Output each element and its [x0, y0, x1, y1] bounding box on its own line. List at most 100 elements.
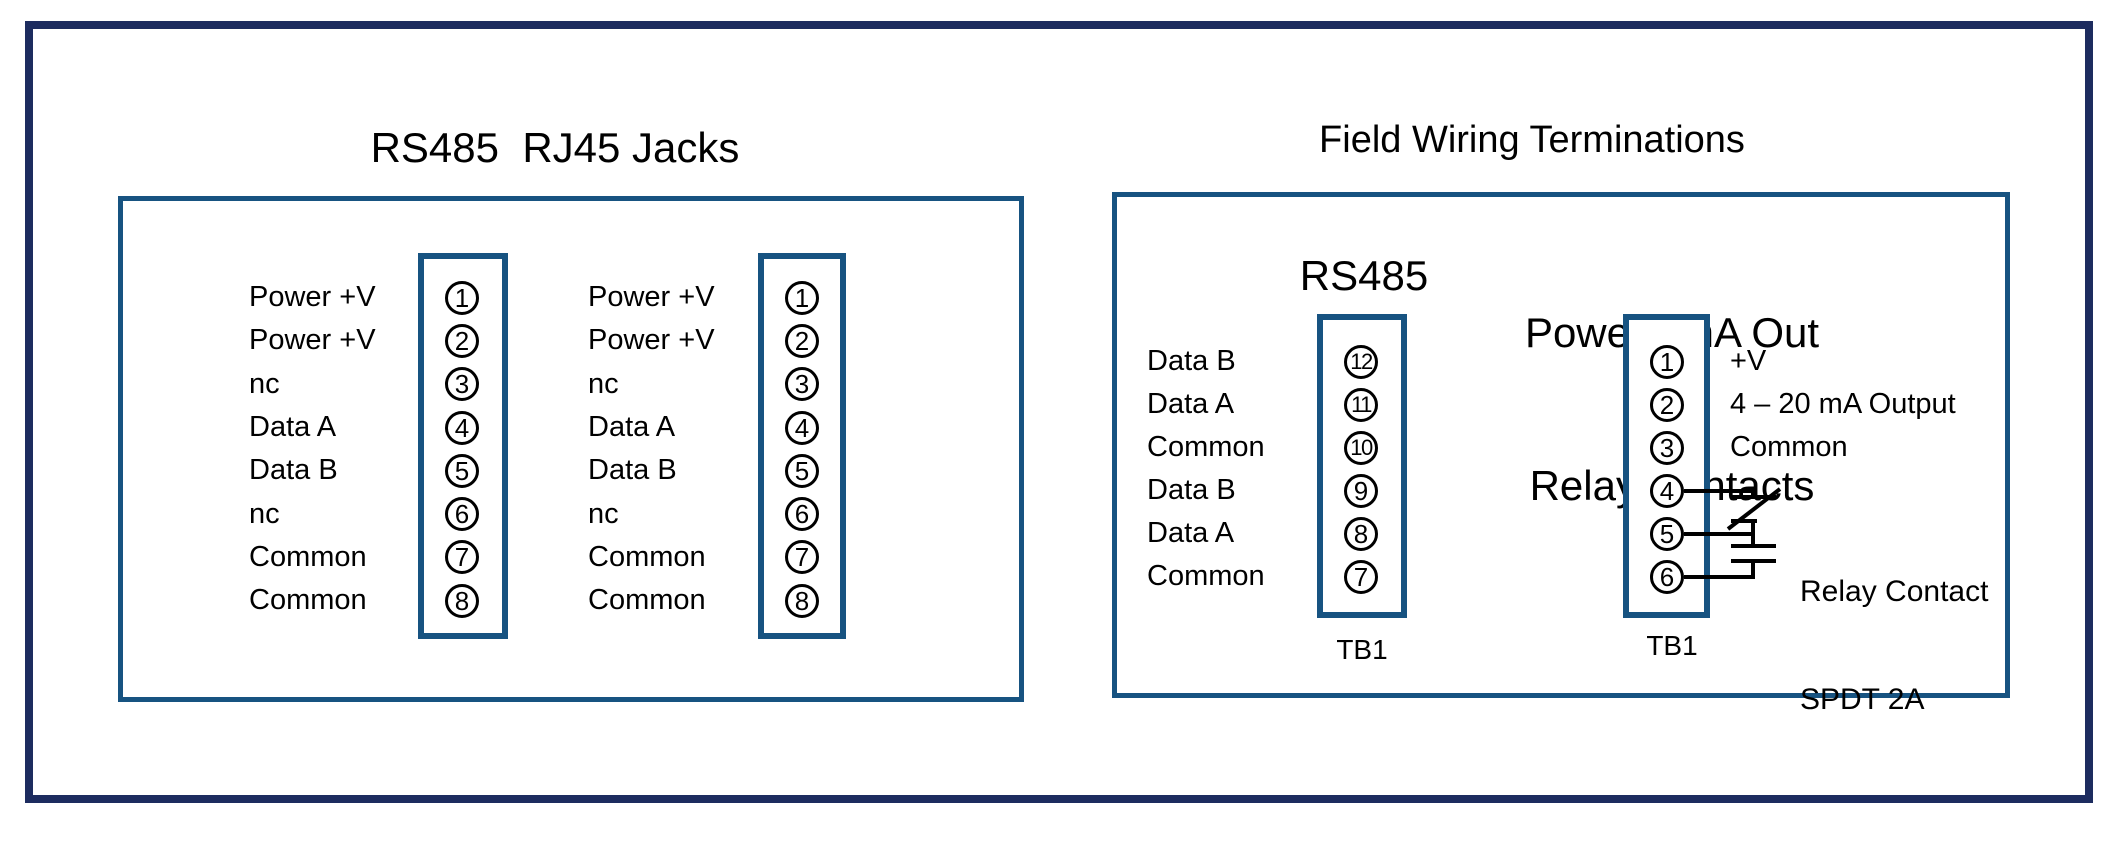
jack-1-pin-numbers: 1 2 3 4 5 6 7	[445, 276, 479, 622]
pin-row: Data A	[249, 406, 376, 449]
pin-row: Data B	[1147, 340, 1265, 383]
pin-row: 7	[445, 536, 479, 579]
pin-row: 6	[785, 492, 819, 535]
pin-function-label: nc	[249, 497, 280, 530]
pin-number-circle: 5	[785, 453, 819, 488]
pin-row: Data A	[588, 406, 715, 449]
pin-row: 4	[1650, 469, 1684, 512]
pin-row: Common	[249, 536, 376, 579]
pin-number-circle: 5	[445, 453, 479, 488]
pin-row: 8	[445, 579, 479, 622]
pin-function-label: Common	[588, 540, 706, 573]
rj45-jack-2-connector	[758, 253, 846, 639]
pin-number-circle: 6	[785, 497, 819, 532]
pin-number-circle: 7	[785, 540, 819, 575]
pin-function-label: Power +V	[588, 281, 715, 314]
pin-row: 1	[785, 276, 819, 319]
relay-contact-caption: Relay Contact SPDT 2A	[1800, 502, 1988, 790]
rs485-terminal-labels: Data B Data A Common Data B Data A Commo…	[1147, 340, 1265, 598]
pin-row: 9	[1344, 469, 1378, 512]
pin-row: Common	[1147, 555, 1265, 598]
terminal-number-circle: 12	[1344, 344, 1378, 379]
pin-row: 1	[445, 276, 479, 319]
pin-row: 3	[785, 363, 819, 406]
pin-row: 11	[1344, 383, 1378, 426]
pin-number-circle: 2	[785, 323, 819, 358]
pin-row: Power +V	[249, 276, 376, 319]
pin-row: 5	[785, 449, 819, 492]
pin-function-label: Power +V	[249, 324, 376, 357]
jack-2-pin-numbers: 1 2 3 4 5 6 7	[785, 276, 819, 622]
field-wiring-box	[1112, 192, 2010, 698]
pin-number-circle: 2	[445, 323, 479, 358]
pin-row: nc	[249, 492, 376, 535]
pin-row: 12	[1344, 340, 1378, 383]
pin-function-label: Common	[249, 584, 367, 617]
pin-row: Common	[249, 579, 376, 622]
terminal-number-circle: 7	[1344, 559, 1378, 594]
pin-row: 4	[785, 406, 819, 449]
pin-number-circle: 4	[445, 410, 479, 445]
pin-row: nc	[249, 363, 376, 406]
terminal-function-label: Common	[1147, 560, 1265, 592]
pin-row: 6	[1650, 555, 1684, 598]
pin-row: Data B	[249, 449, 376, 492]
pin-row: 2	[445, 319, 479, 362]
pin-row: 3	[445, 363, 479, 406]
jack-1-pin-labels: Power +V Power +V nc Data A Data B nc	[249, 276, 376, 622]
power-terminal-name: TB1	[1646, 630, 1698, 661]
jack-2-pin-labels: Power +V Power +V nc Data A Data B nc	[588, 276, 715, 622]
pin-row: 5	[1650, 512, 1684, 555]
pin-row: 1	[1650, 340, 1684, 383]
terminal-number-circle: 3	[1650, 430, 1684, 465]
rj45-jacks-box	[118, 196, 1024, 702]
terminal-number-circle: 6	[1650, 559, 1684, 594]
rs485-terminal-name: TB1	[1336, 634, 1388, 665]
pin-row: 3	[1650, 426, 1684, 469]
terminal-number-circle: 2	[1650, 387, 1684, 422]
pin-row: Power +V	[588, 319, 715, 362]
pin-row: Power +V	[588, 276, 715, 319]
terminal-function-label: Data B	[1147, 474, 1236, 506]
pin-number-circle: 1	[785, 280, 819, 315]
pin-row: 5	[445, 449, 479, 492]
pin-function-label: Power +V	[249, 281, 376, 314]
pin-row: Common	[1147, 426, 1265, 469]
pin-function-label: Data A	[249, 411, 337, 444]
pin-row: Data B	[1147, 469, 1265, 512]
pin-function-label: Common	[249, 540, 367, 573]
left-section-title: RS485 RJ45 Jacks	[370, 124, 740, 171]
terminal-number-circle: 9	[1344, 473, 1378, 508]
pin-row: nc	[588, 363, 715, 406]
pin-function-label: Data B	[249, 454, 338, 487]
relay-caption-line2: SPDT 2A	[1800, 683, 1925, 716]
terminal-function-label: 4 – 20 mA Output	[1730, 388, 1956, 420]
pin-function-label: Data A	[588, 411, 676, 444]
terminal-number-circle: 4	[1650, 473, 1684, 508]
pin-row: 4 – 20 mA Output	[1730, 383, 1956, 426]
rj45-jack-1-connector	[418, 253, 508, 639]
pin-row: 6	[445, 492, 479, 535]
spdt-relay-contact-symbol	[1684, 487, 1782, 579]
terminal-number-circle: 10	[1344, 430, 1378, 465]
terminal-function-label: Data A	[1147, 388, 1235, 420]
right-section-title: Field Wiring Terminations	[1319, 119, 1745, 161]
pin-row: 8	[785, 579, 819, 622]
pin-number-circle: 3	[785, 367, 819, 402]
rs485-terminal-numbers: 12 11 10 9 8 7	[1344, 340, 1378, 598]
pin-row: 2	[1650, 383, 1684, 426]
pin-row: +V	[1730, 340, 1956, 383]
terminal-function-label: Data A	[1147, 517, 1235, 549]
power-terminal-labels: +V 4 – 20 mA Output Common	[1730, 340, 1956, 598]
terminal-number-circle: 1	[1650, 344, 1684, 379]
pin-number-circle: 7	[445, 540, 479, 575]
pin-row: nc	[588, 492, 715, 535]
pin-function-label: Data B	[588, 454, 677, 487]
pin-row: 2	[785, 319, 819, 362]
terminal-function-label: +V	[1730, 345, 1767, 377]
power-terminal-numbers: 1 2 3 4 5 6	[1650, 340, 1684, 598]
pin-function-label: nc	[588, 497, 619, 530]
pin-function-label: nc	[588, 367, 619, 400]
pin-row: 4	[445, 406, 479, 449]
terminal-function-label: Common	[1730, 431, 1848, 463]
